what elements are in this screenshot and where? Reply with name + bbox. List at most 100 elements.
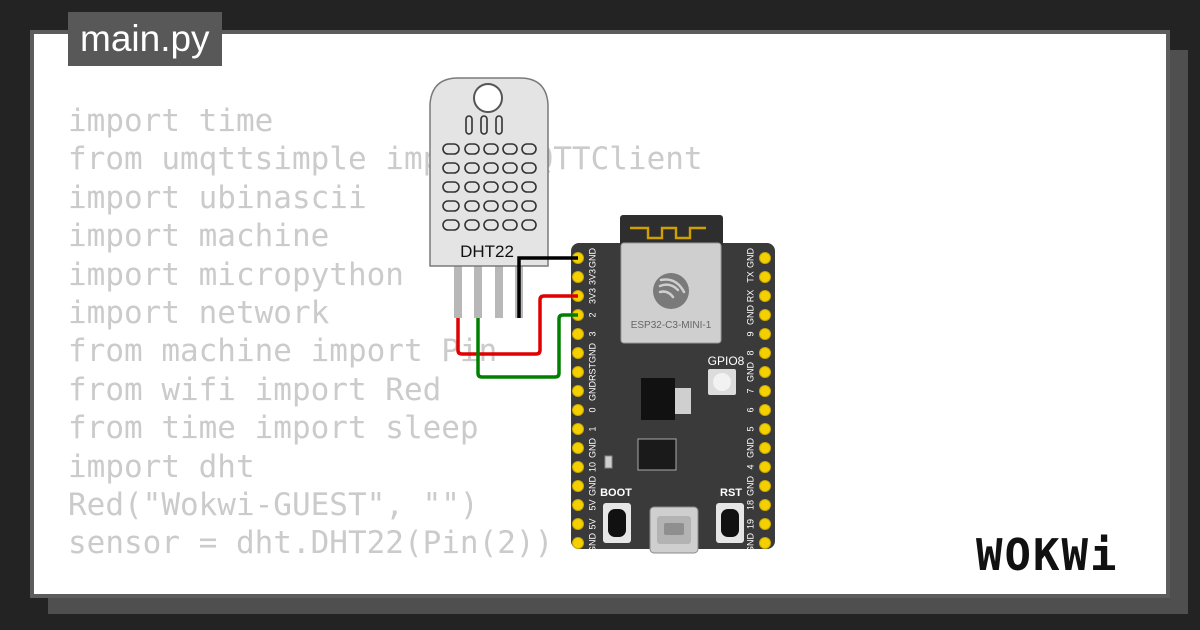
right-pin-pad[interactable] <box>759 347 771 359</box>
rst-label: RST <box>720 487 742 499</box>
left-pin-label: 0 <box>587 407 597 412</box>
data-wire <box>476 313 578 379</box>
right-pin-label: 7 <box>745 388 755 393</box>
antenna-area <box>620 215 723 247</box>
code-line: Red("Wokwi-GUEST", "") <box>68 486 479 523</box>
voltage-regulator <box>641 378 675 420</box>
code-line: import time <box>68 103 274 139</box>
left-pin-label: GND <box>587 438 597 459</box>
espressif-logo-mark <box>658 278 686 299</box>
right-pin-pad[interactable] <box>759 290 771 302</box>
left-pin-label: 3V3 <box>587 269 597 285</box>
dht22-sensor[interactable]: DHT22 <box>429 77 549 318</box>
sensor-pins <box>454 266 523 318</box>
right-pin-label: GND <box>745 362 755 383</box>
right-pin-pad[interactable] <box>759 499 771 511</box>
left-pin-pad[interactable] <box>572 480 584 492</box>
right-pin-pad[interactable] <box>759 309 771 321</box>
left-pin-label: GND <box>587 381 597 402</box>
left-pin-pad[interactable] <box>572 499 584 511</box>
right-pin-label: 4 <box>745 464 755 469</box>
left-pin-label: 10 <box>587 462 597 472</box>
vcc-wire <box>456 294 578 356</box>
sensor-mount-hole <box>473 83 503 113</box>
right-pin-pad[interactable] <box>759 252 771 264</box>
left-pin-pad[interactable] <box>572 518 584 530</box>
right-pin-pad[interactable] <box>759 328 771 340</box>
sensor-grille <box>442 115 537 231</box>
right-pin-label: 19 <box>745 519 755 529</box>
left-pin-label: GND <box>587 248 597 269</box>
rst-button[interactable] <box>716 503 744 543</box>
left-pin-label: RST <box>587 362 597 381</box>
right-pin-label: GND <box>745 476 755 497</box>
right-pin-label: TX <box>745 271 755 283</box>
left-pin-pad[interactable] <box>572 423 584 435</box>
antenna-trace <box>630 226 706 240</box>
right-pin-pad[interactable] <box>759 480 771 492</box>
right-pin-pad[interactable] <box>759 423 771 435</box>
code-line: import ubinascii <box>68 179 367 216</box>
left-pin-pad[interactable] <box>572 385 584 397</box>
right-pin-pad[interactable] <box>759 271 771 283</box>
gnd-wire <box>517 256 578 318</box>
right-pin-label: GND <box>745 438 755 459</box>
usb-chip <box>637 438 677 471</box>
right-pin-label: GND <box>745 533 755 554</box>
code-line: import machine <box>68 218 330 255</box>
left-pin-pad[interactable] <box>572 442 584 454</box>
right-pin-label: GND <box>745 248 755 269</box>
code-line: import dht <box>68 448 255 485</box>
right-pin-label: 9 <box>745 331 755 336</box>
left-pin-pad[interactable] <box>572 328 584 340</box>
left-pin-label: 3 <box>587 331 597 336</box>
code-line: import network <box>68 294 330 331</box>
right-pin-pad[interactable] <box>759 518 771 530</box>
code-line: sensor = dht.DHT22(Pin(2)) <box>68 525 554 562</box>
module-label: ESP32-C3-MINI-1 <box>631 320 712 331</box>
right-pin-label: RX <box>745 290 755 303</box>
right-pin-pad[interactable] <box>759 385 771 397</box>
left-pin-label: 5V <box>587 499 597 510</box>
left-pin-pad[interactable] <box>572 404 584 416</box>
left-pin-pad[interactable] <box>572 271 584 283</box>
regulator-tab <box>675 388 691 414</box>
wires <box>456 256 578 379</box>
left-pin-label: 1 <box>587 426 597 431</box>
file-tab[interactable]: main.py <box>68 12 222 66</box>
esp32-c3-board[interactable]: ESP32-C3-MINI-1 GPIO8 BOOT RST GND3V33V3… <box>571 215 775 554</box>
right-pin-label: 18 <box>745 500 755 510</box>
sensor-label: DHT22 <box>460 242 514 261</box>
right-pin-label: 5 <box>745 426 755 431</box>
left-pin-pad[interactable] <box>572 461 584 473</box>
boot-label: BOOT <box>600 487 632 499</box>
usb-connector[interactable] <box>649 506 699 554</box>
left-pin-pad[interactable] <box>572 347 584 359</box>
right-pin-label: 6 <box>745 407 755 412</box>
left-pin-label: 3V3 <box>587 288 597 304</box>
gpio8-label: GPIO8 <box>708 354 745 368</box>
right-pin-label: 8 <box>745 350 755 355</box>
code-line: from machine import Pin <box>68 333 498 370</box>
right-pin-pad[interactable] <box>759 366 771 378</box>
sensor-body <box>429 77 549 267</box>
code-line: from time import sleep <box>68 410 479 447</box>
right-pin-pad[interactable] <box>759 461 771 473</box>
right-pin-pad[interactable] <box>759 442 771 454</box>
left-pin-label: 5V <box>587 518 597 529</box>
right-pin-pad[interactable] <box>759 404 771 416</box>
left-pin-label: 2 <box>587 312 597 317</box>
code-line: import micropython <box>68 256 404 293</box>
left-pin-label: GND <box>587 533 597 554</box>
boot-button[interactable] <box>603 503 631 543</box>
left-pin-pad[interactable] <box>572 366 584 378</box>
left-pin-pad[interactable] <box>572 537 584 549</box>
right-pin-pad[interactable] <box>759 537 771 549</box>
espressif-logo-icon <box>653 273 689 309</box>
rgb-led-lens <box>713 373 731 391</box>
code-line: from wifi import Red <box>68 371 442 408</box>
smd-component <box>604 455 613 469</box>
